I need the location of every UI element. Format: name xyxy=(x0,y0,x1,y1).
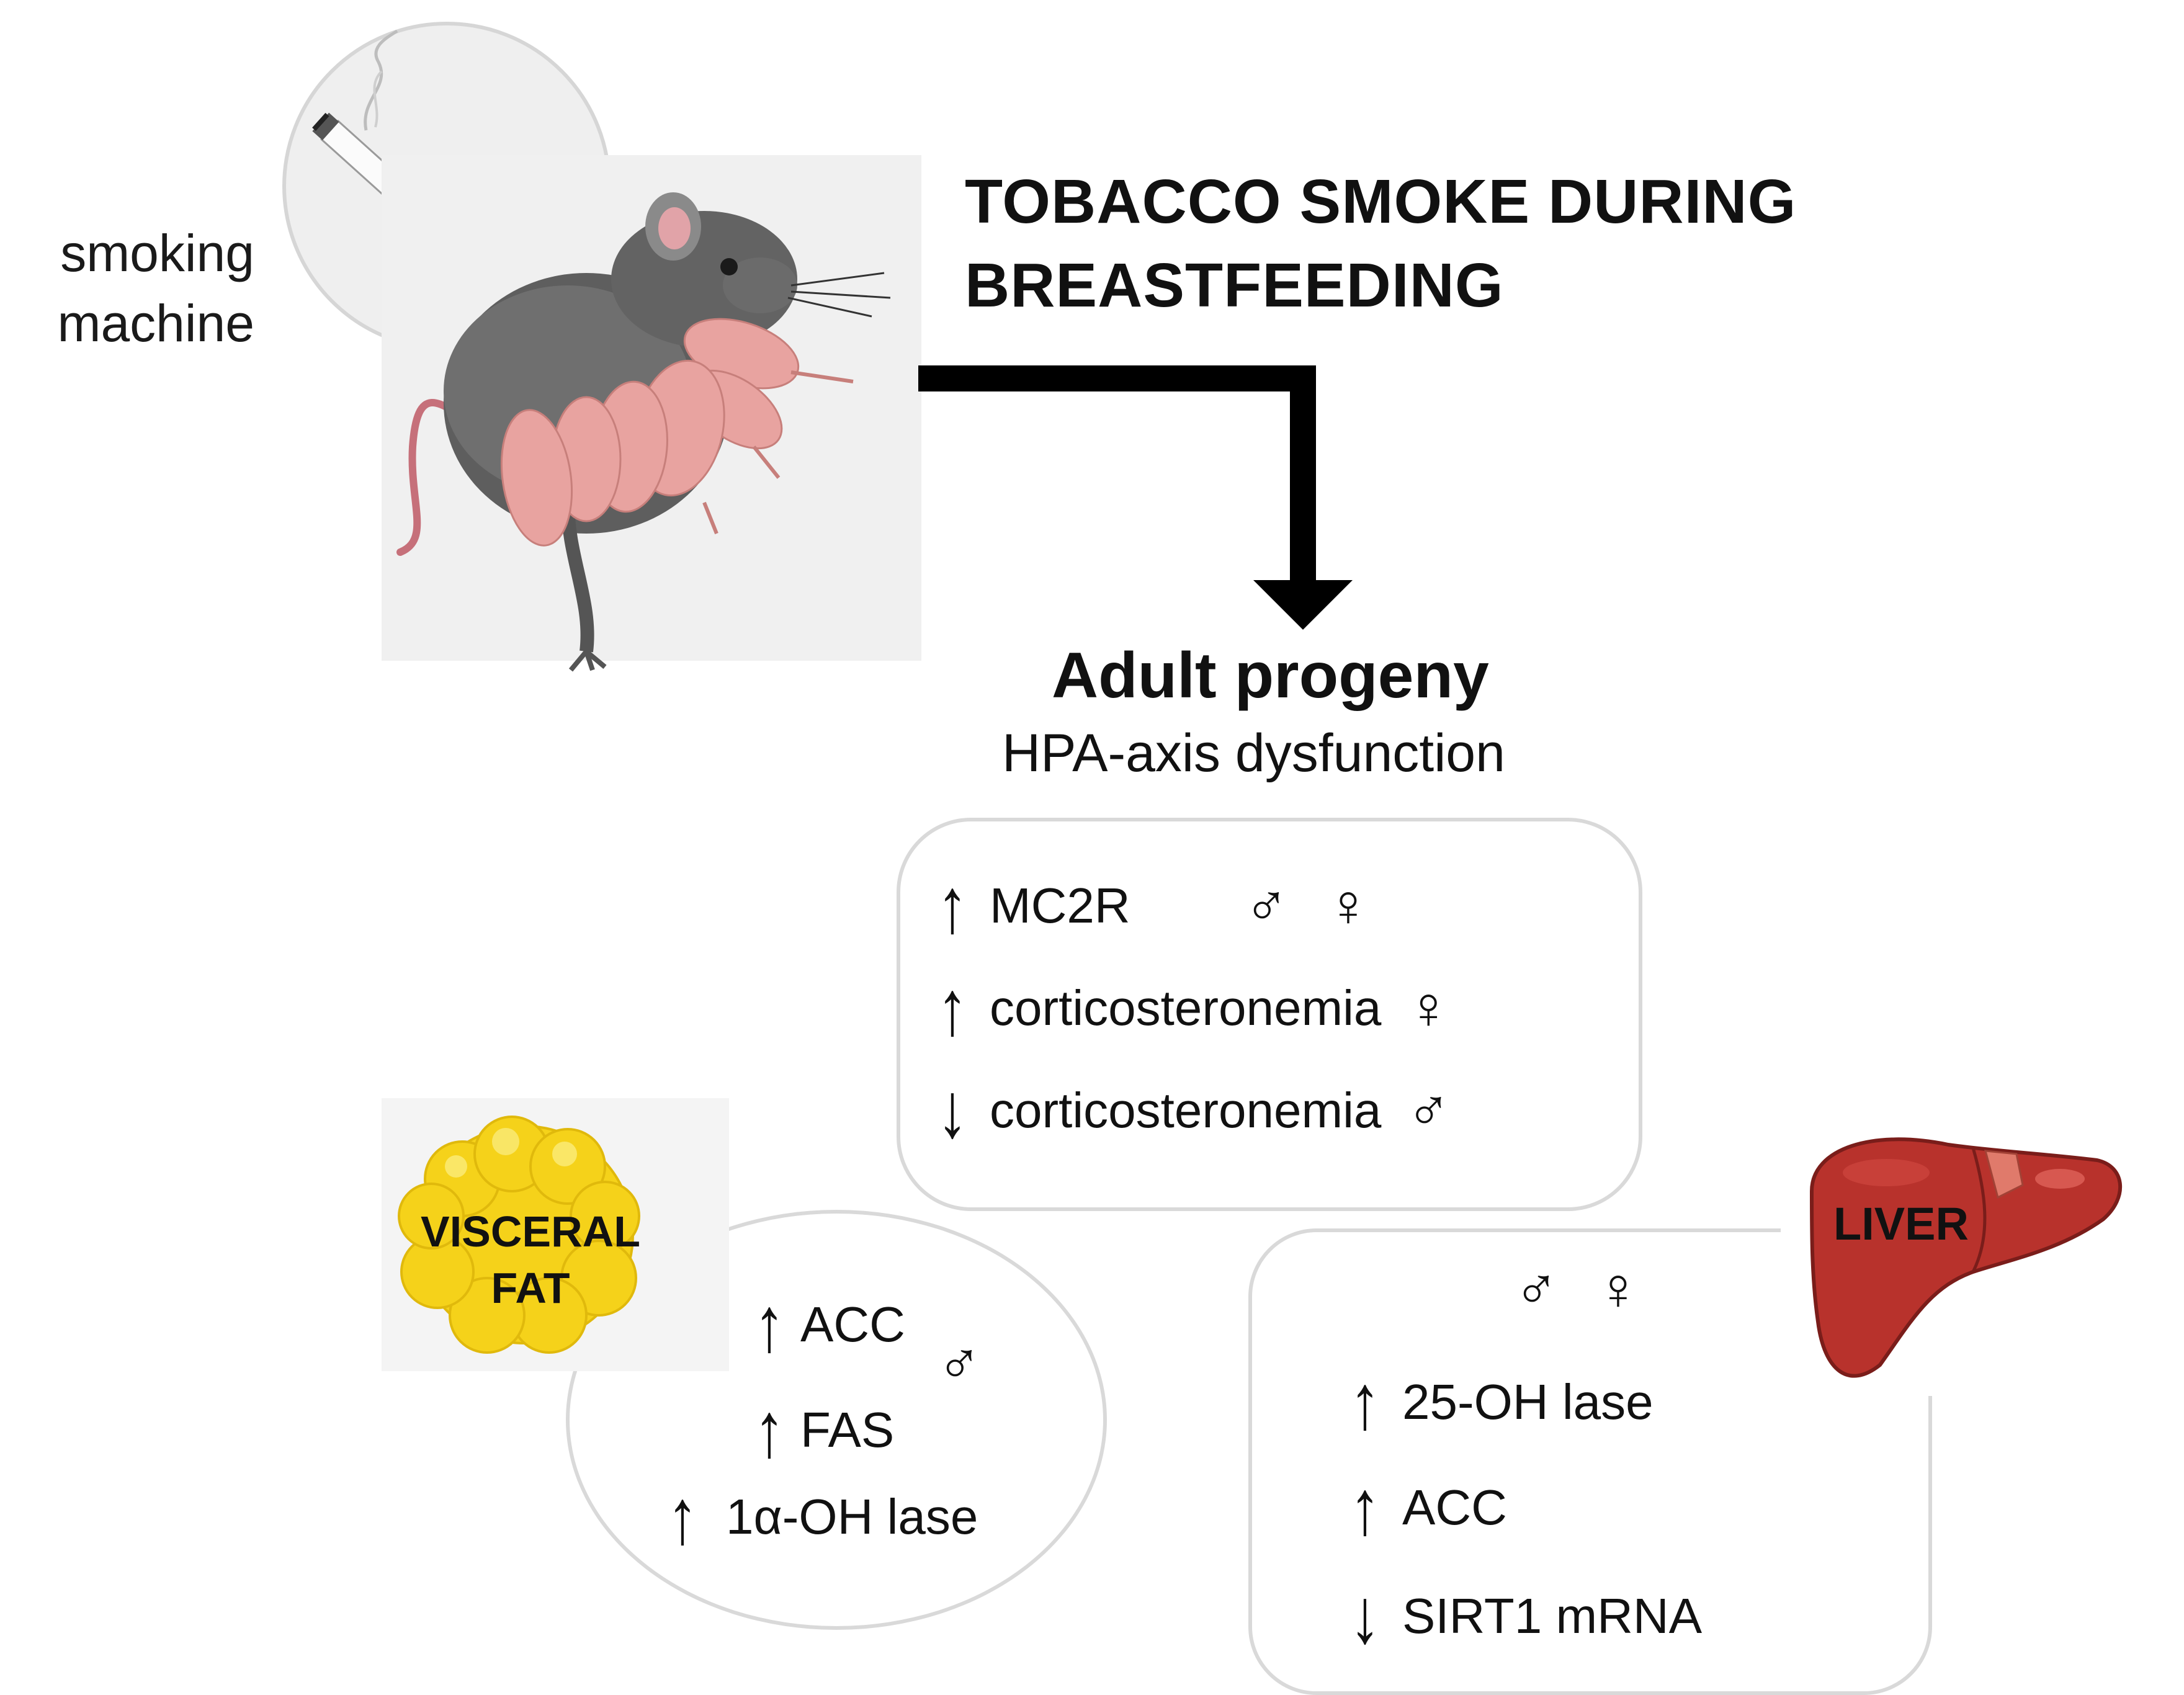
male-icon: ♂ xyxy=(937,1330,982,1397)
diagram-title-line1: TOBACCO SMOKE DURING xyxy=(965,167,1797,236)
diagram-title: TOBACCO SMOKE DURING BREASTFEEDING xyxy=(965,160,1796,328)
hpa-row-3-label: corticosteronemia xyxy=(990,1083,1382,1138)
liver-row-1: ↑ 25-OH lase xyxy=(1340,1364,1654,1441)
smoking-machine-label: smoking machine xyxy=(37,218,254,359)
up-arrow-icon: ↑ xyxy=(1349,1359,1381,1446)
hpa-row-3: ↓ corticosteronemia ♂ xyxy=(928,1072,1451,1150)
male-icon: ♂ xyxy=(1406,1077,1451,1143)
liver-row-1-label: 25-OH lase xyxy=(1402,1374,1654,1429)
hpa-row-2: ↑ corticosteronemia ♀ xyxy=(928,970,1451,1047)
hpa-row-1-label: MC2R xyxy=(990,878,1130,933)
smoking-machine-label-line2: machine xyxy=(57,294,254,353)
rat-with-pups-illustration xyxy=(396,192,891,672)
visceral-fat-badge: VISCERAL FAT xyxy=(397,1204,664,1317)
up-arrow-icon: ↑ xyxy=(1349,1464,1381,1551)
fat-row-2: ↑ FAS xyxy=(745,1392,895,1469)
fat-row-3: ↑ 1α-OH lase xyxy=(658,1478,978,1556)
up-arrow-icon: ↑ xyxy=(754,1387,785,1474)
smoking-machine-label-line1: smoking xyxy=(60,224,254,282)
female-icon: ♀ xyxy=(1406,975,1451,1041)
progeny-subheading: HPA-axis dysfunction xyxy=(1002,723,1505,783)
visceral-fat-badge-line1: VISCERAL xyxy=(421,1207,640,1256)
liver-row-3: ↓ SIRT1 mRNA xyxy=(1340,1578,1703,1655)
visceral-fat-badge-line2: FAT xyxy=(491,1264,570,1312)
female-icon: ♀ xyxy=(1326,872,1371,939)
fat-row-1-label: ACC xyxy=(800,1297,905,1352)
fat-row-3-label: 1α-OH lase xyxy=(726,1489,978,1544)
up-arrow-icon: ↑ xyxy=(754,1281,785,1368)
female-icon: ♀ xyxy=(1596,1256,1640,1322)
male-icon: ♂ xyxy=(1244,872,1289,939)
liver-icon xyxy=(1809,1137,2123,1378)
liver-sexes: ♂ ♀ xyxy=(1514,1259,1640,1319)
up-arrow-icon: ↑ xyxy=(937,862,968,949)
hpa-row-2-label: corticosteronemia xyxy=(990,980,1382,1035)
down-arrow-icon: ↓ xyxy=(937,1067,968,1154)
up-arrow-icon: ↑ xyxy=(667,1474,698,1560)
liver-row-2-label: ACC xyxy=(1402,1480,1507,1535)
male-icon: ♂ xyxy=(1514,1256,1559,1322)
liver-row-3-label: SIRT1 mRNA xyxy=(1402,1588,1703,1644)
hpa-box xyxy=(897,818,1642,1211)
liver-badge: LIVER xyxy=(1833,1198,1969,1250)
diagram-title-line2: BREASTFEEDING xyxy=(965,251,1504,320)
fat-row-1: ↑ ACC xyxy=(745,1286,905,1364)
down-arrow-icon: ↓ xyxy=(1349,1573,1381,1660)
hpa-row-1: ↑ MC2R ♂ ♀ xyxy=(928,867,1371,945)
liver-row-2: ↑ ACC xyxy=(1340,1469,1507,1547)
fat-row-2-label: FAS xyxy=(800,1402,895,1457)
progeny-heading: Adult progeny xyxy=(1052,640,1489,712)
fat-cells-icon xyxy=(398,1116,640,1354)
up-arrow-icon: ↑ xyxy=(937,965,968,1052)
